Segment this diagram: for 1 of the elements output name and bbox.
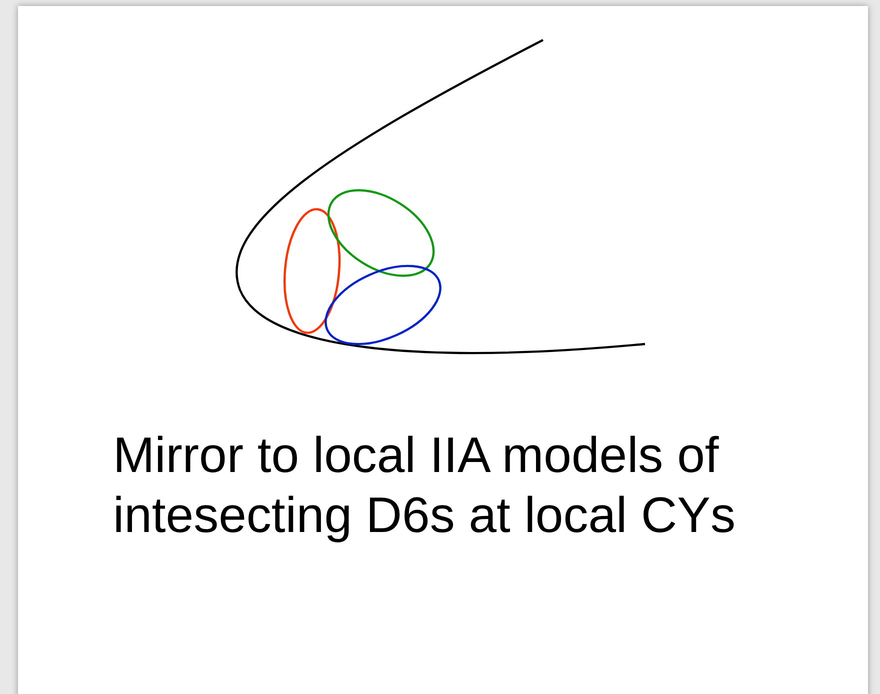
caption: Mirror to local IIA models of intesecting D6s at local CYs xyxy=(113,426,737,545)
